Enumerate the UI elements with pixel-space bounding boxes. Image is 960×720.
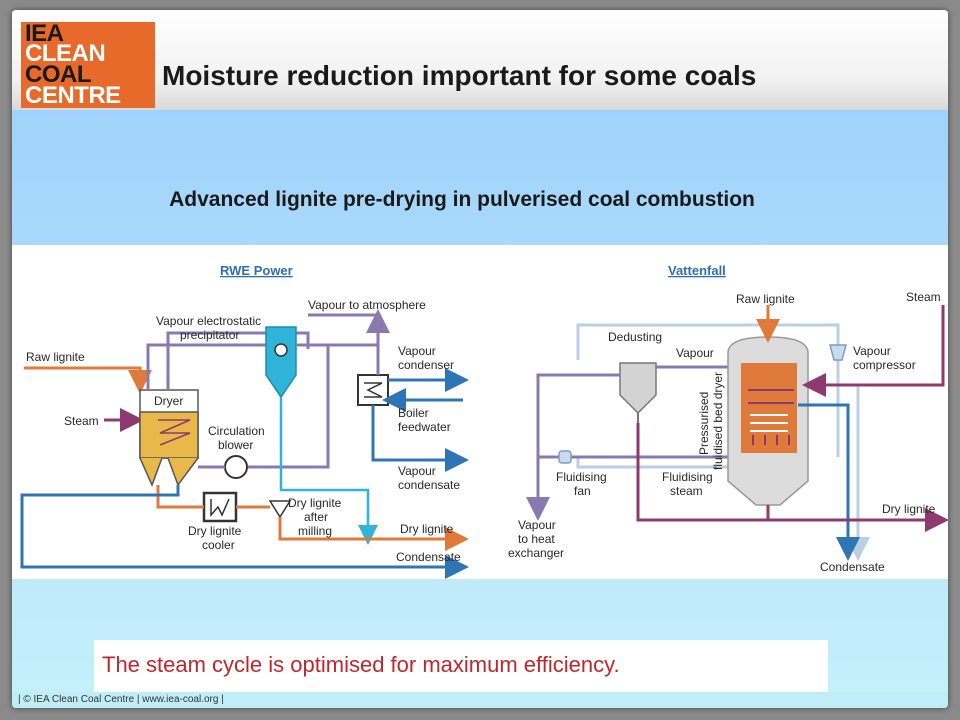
vf-label-steam: Steam bbox=[906, 290, 941, 304]
recirculation-flow bbox=[248, 345, 330, 469]
label-dry-lignite-milling-3: milling bbox=[298, 524, 332, 538]
label-vapour-condensate-2: condensate bbox=[398, 478, 460, 492]
circulation-blower-icon bbox=[224, 455, 248, 479]
process-diagram: RWE Power bbox=[20, 263, 948, 579]
footer-text: | © IEA Clean Coal Centre | www.iea-coal… bbox=[18, 694, 224, 705]
esp-precipitator bbox=[265, 326, 297, 399]
dryer-bed bbox=[139, 411, 199, 459]
logo-line-2: CLEAN bbox=[25, 40, 106, 67]
vf-label-dedusting: Dedusting bbox=[608, 330, 662, 344]
vf-label-pfbd-2: fluidised bed dryer bbox=[711, 372, 725, 470]
vf-label-compressor-2: compressor bbox=[853, 358, 916, 372]
label-condensate: Condensate bbox=[396, 550, 461, 564]
vapour-loop-top bbox=[146, 343, 268, 390]
logo-line-3: COAL bbox=[25, 61, 92, 88]
label-boiler-2: feedwater bbox=[398, 420, 451, 434]
dry-lignite-cooler-icon bbox=[202, 491, 238, 523]
dry-lignite-cyan-flow bbox=[279, 397, 378, 545]
caption-text: The steam cycle is optimised for maximum… bbox=[102, 652, 620, 677]
vf-label-compressor-1: Vapour bbox=[853, 344, 891, 358]
vapour-condenser-icon bbox=[357, 374, 389, 406]
vf-label-fan-1: Fluidising bbox=[556, 470, 607, 484]
logo-line-4: CENTRE bbox=[25, 82, 121, 109]
process-diagram-panel: RWE Power bbox=[12, 245, 948, 579]
iea-clean-coal-centre-logo: IEA CLEAN COAL CENTRE bbox=[21, 22, 155, 108]
dedusting-to-product bbox=[636, 423, 768, 522]
vf-label-fl-steam-2: steam bbox=[670, 484, 703, 498]
fluidising-fan-icon bbox=[558, 450, 572, 464]
slide: IEA CLEAN COAL CENTRE Moisture reduction… bbox=[12, 10, 948, 708]
label-vapour-condenser-1: Vapour bbox=[398, 344, 436, 358]
vattenfall-heading: Vattenfall bbox=[668, 263, 726, 278]
dryer-tubes bbox=[750, 414, 788, 432]
vapour-to-heat-exchanger-flow bbox=[526, 373, 620, 521]
label-esp-1: Vapour electrostatic bbox=[156, 314, 261, 328]
label-dry-lignite-cooler-2: cooler bbox=[202, 538, 235, 552]
label-vapour-condenser-2: condenser bbox=[398, 358, 454, 372]
label-steam: Steam bbox=[64, 414, 99, 428]
vf-label-condensate: Condensate bbox=[820, 560, 885, 574]
vapour-loop-lightblue bbox=[576, 323, 840, 360]
caption-box: The steam cycle is optimised for maximum… bbox=[94, 640, 828, 692]
dryer-to-cooler bbox=[156, 485, 204, 509]
label-boiler-1: Boiler bbox=[398, 406, 429, 420]
label-esp-2: precipitator bbox=[180, 328, 239, 342]
rwe-heading: RWE Power bbox=[220, 263, 293, 278]
condenser-coil bbox=[364, 382, 383, 398]
slide-title: Moisture reduction important for some co… bbox=[162, 60, 757, 91]
slide-content: Advanced lignite pre-drying in pulverise… bbox=[12, 110, 948, 692]
steam-vf-flow bbox=[802, 305, 945, 397]
vf-label-vapour: Vapour bbox=[676, 346, 714, 360]
label-circulation-1: Circulation bbox=[208, 424, 265, 438]
esp-fan-icon bbox=[274, 343, 288, 357]
label-dryer: Dryer bbox=[154, 394, 183, 408]
label-dry-lignite-milling-2: after bbox=[304, 510, 328, 524]
vf-label-pfbd-1: Pressurised bbox=[697, 392, 711, 455]
cooler-coil bbox=[210, 498, 230, 517]
vf-label-raw-lignite: Raw lignite bbox=[736, 292, 795, 306]
vf-label-fl-steam-1: Fluidising bbox=[662, 470, 713, 484]
vf-label-heat-2: to heat bbox=[518, 532, 555, 546]
vf-label-fan-2: fan bbox=[574, 484, 591, 498]
label-dry-lignite-cooler-1: Dry lignite bbox=[188, 524, 242, 538]
slide-header: IEA CLEAN COAL CENTRE Moisture reduction… bbox=[12, 10, 948, 110]
label-dry-lignite-milling-1: Dry lignite bbox=[288, 496, 342, 510]
label-circulation-2: blower bbox=[218, 438, 253, 452]
dryer-hoppers bbox=[139, 457, 199, 487]
label-raw-lignite: Raw lignite bbox=[26, 350, 85, 364]
vf-label-dry-lignite: Dry lignite bbox=[882, 502, 936, 516]
fluidising-arrows bbox=[752, 435, 790, 445]
dryer-coil bbox=[158, 419, 191, 446]
vapour-condensate-flow bbox=[371, 405, 469, 472]
vapour-compressor-icon bbox=[829, 344, 847, 361]
vf-label-heat-1: Vapour bbox=[518, 518, 556, 532]
mill-icon bbox=[268, 500, 292, 519]
slide-footer: | © IEA Clean Coal Centre | www.iea-coal… bbox=[12, 692, 948, 708]
dryer-orange-bed bbox=[741, 363, 797, 453]
condensate-blue-flow bbox=[798, 403, 860, 561]
dedusting-cyclone bbox=[619, 362, 657, 415]
vf-label-heat-3: exchanger bbox=[508, 546, 564, 560]
logo-line-1: IEA bbox=[25, 20, 64, 47]
fluidising-steam-line bbox=[576, 456, 748, 469]
dry-lignite-flow bbox=[278, 517, 469, 551]
condensate-flow bbox=[20, 485, 469, 579]
dryer-coils bbox=[748, 389, 794, 404]
raw-lignite-flow bbox=[24, 366, 152, 394]
diagram-subtitle: Advanced lignite pre-drying in pulverise… bbox=[169, 188, 755, 211]
label-vapour-condensate-1: Vapour bbox=[398, 464, 436, 478]
label-vapour-atmosphere: Vapour to atmosphere bbox=[308, 298, 426, 312]
label-dry-lignite: Dry lignite bbox=[400, 522, 454, 536]
vapour-to-esp bbox=[166, 331, 310, 390]
